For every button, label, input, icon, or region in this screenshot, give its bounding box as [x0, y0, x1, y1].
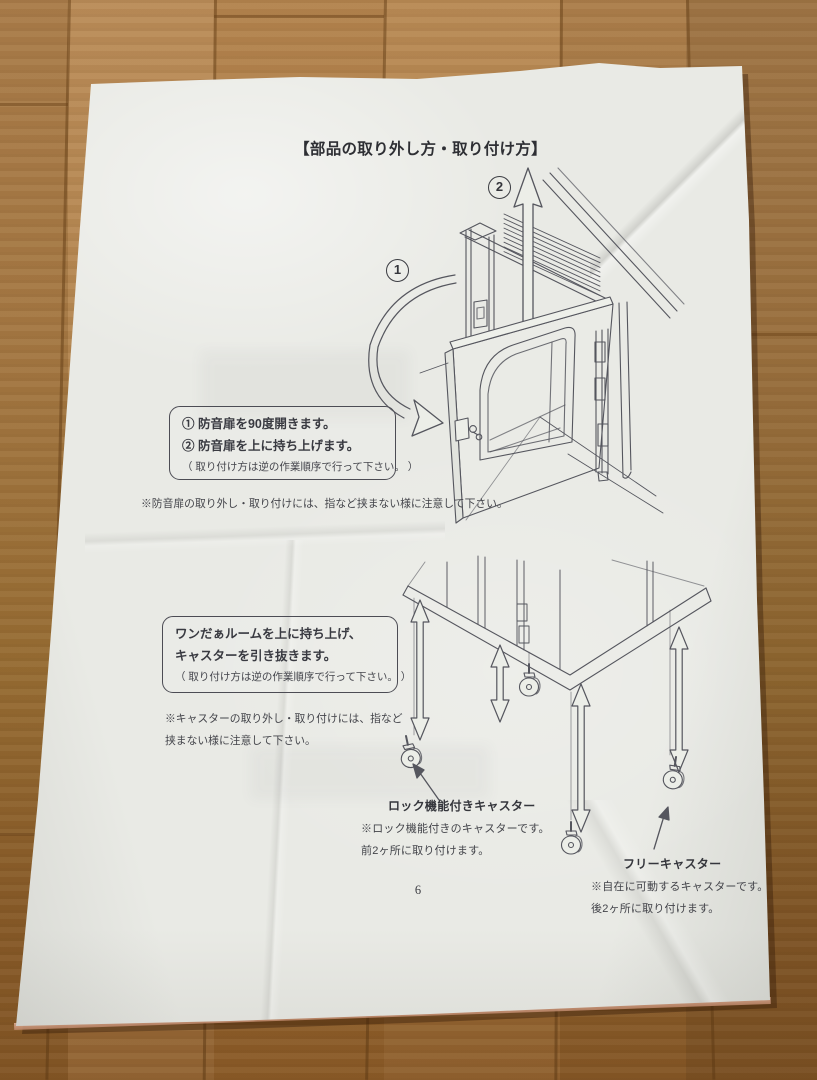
- door-caution-note: ※防音扉の取り外し・取り付けには、指など挟まない様に注意して下さい。: [141, 498, 508, 510]
- free-caster-desc-1: ※自在に可動するキャスターです。: [591, 881, 769, 893]
- cabinet-bottom-rim: [403, 586, 711, 690]
- hinge-strip: [595, 329, 608, 481]
- caster-mid-lower: [562, 822, 583, 854]
- cabinet-wall-structure: [408, 556, 704, 669]
- page-number: 6: [414, 883, 422, 897]
- lock-caster-desc-1: ※ロック機能付きのキャスターです。: [361, 823, 550, 835]
- label-pointer-arrows: [413, 764, 669, 849]
- floor-plank-joint: [0, 103, 68, 106]
- floor-plank-joint: [745, 333, 817, 336]
- free-caster-desc-2: 後2ヶ所に取り付けます。: [591, 903, 720, 915]
- door-step-1: ① 防音扉を90度開きます。: [182, 417, 336, 431]
- caster-lock-front-left: [397, 734, 424, 770]
- lock-caster-title: ロック機能付きキャスター: [388, 799, 536, 813]
- paper-crease: [235, 540, 325, 1020]
- soundproof-door-drawing: [445, 297, 613, 523]
- open-90-arrow: [369, 275, 456, 436]
- door-step-2: ② 防音扉を上に持ち上げます。: [182, 438, 360, 453]
- caster-step-1: ワンだぁルームを上に持ち上げ、: [175, 627, 362, 641]
- caster-instruction-box: ワンだぁルームを上に持ち上げ、 キャスターを引き抜きます。 （ 取り付け方は逆の…: [162, 616, 412, 693]
- booth-wall-frame: [460, 223, 611, 352]
- caster-step-2: キャスターを引き抜きます。: [175, 648, 337, 663]
- door-removal-diagram: [375, 158, 690, 538]
- caster-removal-diagram: [393, 548, 727, 896]
- caster-caution-note-line1: ※キャスターの取り外し・取り付けには、指など: [165, 713, 403, 725]
- caster-caution-note-line2: 挟まない様に注意して下さい。: [165, 735, 316, 747]
- step-2-circled-marker: 2: [488, 176, 511, 199]
- lock-caster-desc-2: 前2ヶ所に取り付けます。: [361, 845, 490, 857]
- floor-plank-joint: [214, 15, 384, 18]
- booth-roof-edge: [543, 168, 684, 318]
- step-1-circled-marker: 1: [386, 259, 409, 282]
- caster-reverse-note: （ 取り付け方は逆の作業順序で行って下さい。 ）: [175, 671, 412, 683]
- frame-post: [619, 302, 631, 478]
- door-reverse-note: （ 取り付け方は逆の作業順序で行って下さい。 ）: [182, 461, 419, 473]
- caster-free-rear-right: [662, 756, 687, 791]
- free-caster-title: フリーキャスター: [623, 857, 722, 871]
- door-latch: [455, 418, 469, 441]
- caster-mid-upper: [520, 664, 541, 696]
- floor-guide-lines: [420, 363, 663, 520]
- vent-grille-hatch: [504, 214, 600, 296]
- door-instruction-box: ① 防音扉を90度開きます。 ② 防音扉を上に持ち上げます。 （ 取り付け方は逆…: [169, 406, 419, 480]
- insertion-guide-lines: [414, 598, 670, 820]
- page-title: 【部品の取り外し方・取り付け方】: [294, 141, 547, 158]
